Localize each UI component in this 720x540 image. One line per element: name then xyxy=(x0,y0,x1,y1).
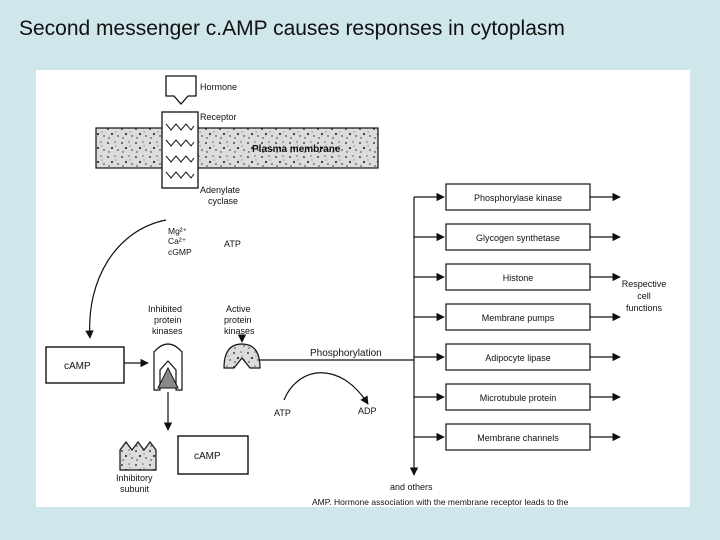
adp-label: ADP xyxy=(358,406,377,416)
active-kinase-shape xyxy=(223,343,261,369)
inhibited-kinase-shape xyxy=(153,343,183,391)
active-label-line1: Active xyxy=(226,304,251,314)
cofactor-cgmp: cGMP xyxy=(168,247,192,257)
respective-label-line2: cell xyxy=(637,291,651,301)
camp-box-2-label: cAMP xyxy=(194,451,221,462)
inhibited-label-line2: protein xyxy=(154,315,182,325)
target-box xyxy=(445,223,591,251)
atp-bottom-label: ATP xyxy=(274,408,291,418)
hormone-shape xyxy=(165,75,197,105)
receptor-zigzag xyxy=(165,123,195,131)
inhibited-label-line1: Inhibited xyxy=(148,304,182,314)
target-label: Glycogen synthetase xyxy=(476,233,560,243)
target-row: Glycogen synthetase xyxy=(414,223,621,251)
inhibited-label-line3: kinases xyxy=(152,326,183,336)
caption-fragment: AMP. Hormone association with the membra… xyxy=(312,497,569,507)
phosphorylation-label: Phosphorylation xyxy=(310,348,382,359)
adenylate-label-line2: cyclase xyxy=(208,196,238,206)
receptor-zigzag xyxy=(165,155,195,163)
camp-pathway-figure: Plasma membrane Hormone Receptor Adenyla… xyxy=(36,70,690,507)
plasma-membrane-band xyxy=(95,127,379,169)
respective-label-line3: functions xyxy=(626,303,663,313)
target-label: Microtubule protein xyxy=(480,393,557,403)
atp-adp-curve xyxy=(283,372,369,405)
target-box xyxy=(445,423,591,451)
hormone-label: Hormone xyxy=(200,82,237,92)
target-row: Phosphorylase kinase xyxy=(414,183,621,211)
inhibitory-label-line2: subunit xyxy=(120,484,150,494)
target-box xyxy=(445,343,591,371)
cofactor-mg: Mg²⁺ xyxy=(168,226,188,236)
target-label: Adipocyte lipase xyxy=(485,353,551,363)
cyclase-to-camp-arrow xyxy=(85,219,167,339)
receptor-zigzag xyxy=(165,139,195,147)
target-box xyxy=(445,383,591,411)
active-label-line3: kinases xyxy=(224,326,255,336)
and-others-label: and others xyxy=(390,482,433,492)
target-row: Histone xyxy=(414,263,621,291)
plasma-membrane-label: Plasma membrane xyxy=(252,144,341,155)
pathway-diagram: Plasma membrane Hormone Receptor Adenyla… xyxy=(45,75,667,507)
target-row: Membrane channels xyxy=(414,423,621,451)
target-row: Adipocyte lipase xyxy=(414,343,621,371)
target-row: Membrane pumps xyxy=(414,303,621,331)
target-label: Histone xyxy=(503,273,534,283)
receptor-zigzag xyxy=(165,171,195,179)
receptor-column xyxy=(161,111,199,189)
inhibited-kinase-subunit xyxy=(157,366,179,389)
atp-top-label: ATP xyxy=(224,239,241,249)
camp-box xyxy=(45,346,125,384)
adenylate-label-line1: Adenylate xyxy=(200,185,240,195)
target-row: Microtubule protein xyxy=(414,383,621,411)
target-box xyxy=(445,263,591,291)
cofactor-ca: Ca²⁺ xyxy=(168,236,187,246)
camp-box-label: cAMP xyxy=(64,361,91,372)
active-label-line2: protein xyxy=(224,315,252,325)
target-label: Membrane pumps xyxy=(482,313,555,323)
receptor-label: Receptor xyxy=(200,112,237,122)
inhibitory-label-line1: Inhibitory xyxy=(116,473,153,483)
camp-box-2 xyxy=(177,435,249,475)
target-label: Phosphorylase kinase xyxy=(474,193,562,203)
slide-title: Second messenger c.AMP causes responses … xyxy=(19,17,565,40)
respective-label-line1: Respective xyxy=(622,279,667,289)
inhibitory-subunit-shape xyxy=(119,441,157,471)
target-label: Membrane channels xyxy=(477,433,559,443)
target-box xyxy=(445,303,591,331)
